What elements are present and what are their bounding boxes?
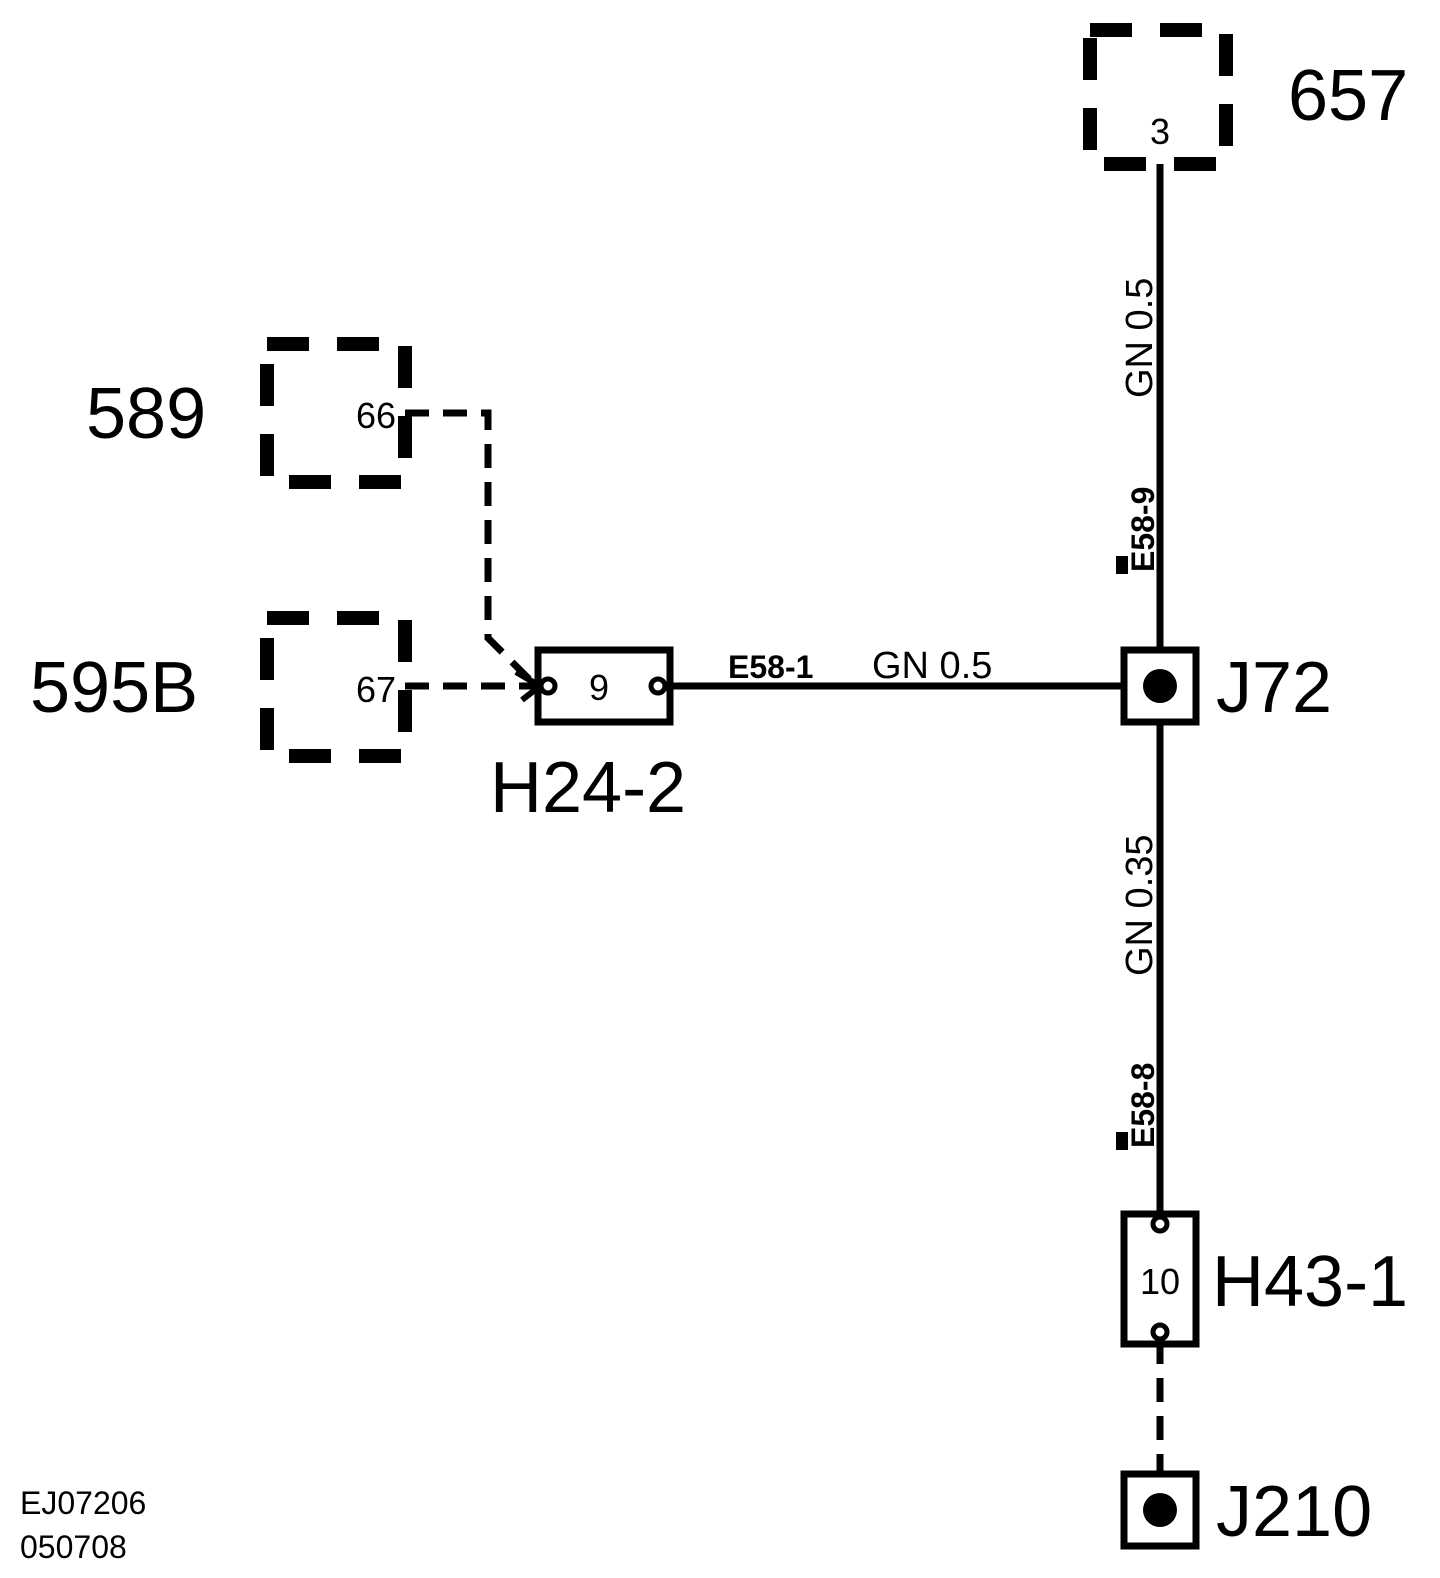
footer-doc-code: EJ07206	[20, 1485, 146, 1521]
component-595b-pin: 67	[356, 669, 396, 710]
component-595b-label: 595B	[30, 648, 198, 728]
connector-h24-2-pin: 9	[589, 667, 609, 708]
wire-e58-8-code: E58-8	[1125, 1063, 1161, 1148]
component-589-label: 589	[86, 374, 206, 454]
junction-j72-label: J72	[1216, 648, 1332, 728]
wire-e58-1-spec: GN 0.5	[872, 645, 992, 687]
junction-j210: J210	[1120, 1470, 1372, 1552]
component-595b: 67 595B	[30, 611, 412, 763]
component-589: 66 589	[86, 337, 412, 489]
wire-e58-8: E58-8 GN 0.35	[1116, 722, 1164, 1218]
connector-h43-1-label: H43-1	[1212, 1242, 1408, 1322]
junction-j72: J72	[1120, 646, 1332, 728]
component-657-label: 657	[1288, 56, 1408, 136]
wire-e58-9-code: E58-9	[1125, 487, 1161, 572]
connector-h43-1: 10 H43-1	[1120, 1210, 1408, 1348]
connector-h24-2-label: H24-2	[490, 748, 686, 828]
component-657-pin: 3	[1150, 111, 1170, 152]
wire-e58-1: E58-1 GN 0.5	[665, 645, 1125, 690]
wire-e58-9-spec: GN 0.5	[1119, 278, 1161, 398]
component-657: 3 657	[1083, 23, 1408, 171]
connector-h24-2: 9 H24-2	[490, 646, 686, 828]
junction-j210-label: J210	[1216, 1472, 1372, 1552]
wire-e58-9: E58-9 GN 0.5	[1116, 164, 1164, 650]
component-589-pin: 66	[356, 395, 396, 436]
connector-h43-1-pin: 10	[1140, 1261, 1180, 1302]
footer-date-code: 050708	[20, 1529, 127, 1565]
wire-e58-1-code: E58-1	[728, 649, 813, 685]
wire-e58-8-spec: GN 0.35	[1119, 834, 1161, 976]
dashed-wire-589	[405, 409, 546, 703]
